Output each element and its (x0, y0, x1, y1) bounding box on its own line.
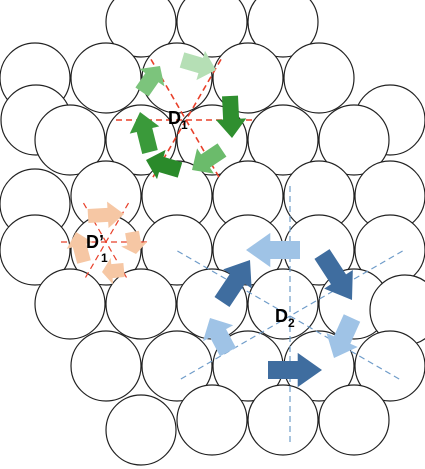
block-arrow (314, 249, 353, 300)
d2-label: D2 (275, 306, 295, 330)
atom-circle (34, 104, 106, 176)
block-arrow (102, 257, 125, 285)
burgers-line (177, 250, 403, 382)
atom-circle (0, 214, 71, 286)
block-arrow (214, 260, 252, 307)
atom-circle (105, 394, 177, 466)
d2-burgers-lines (177, 186, 403, 446)
atom-circle (247, 104, 319, 176)
atom-circle (176, 0, 248, 58)
block-arrow (146, 149, 183, 180)
atom-circle (176, 384, 248, 456)
block-arrow (129, 112, 160, 154)
block-arrow (87, 201, 124, 229)
d1-label: D1 (168, 108, 188, 132)
dislocation-d1: D1 (116, 50, 256, 182)
atom-circle (141, 330, 213, 402)
block-arrow (246, 232, 300, 268)
atom-circle (247, 384, 319, 456)
atom-circle (34, 268, 106, 340)
atom-circle (70, 42, 142, 114)
d1-prime-arrows (66, 201, 148, 285)
atom-circle (318, 384, 390, 456)
atom-circle (354, 330, 425, 402)
block-arrow (215, 95, 247, 138)
block-arrow (135, 66, 165, 97)
atom-circle (141, 214, 213, 286)
d2-arrows (202, 232, 361, 388)
block-arrow (66, 232, 93, 264)
block-arrow (179, 50, 216, 81)
atom-circle (105, 268, 177, 340)
d1-prime-label: D’1 (86, 232, 108, 265)
block-arrow (326, 314, 361, 358)
block-arrow (192, 143, 227, 174)
atom-circle (70, 330, 142, 402)
block-arrow (121, 230, 148, 254)
burgers-line (150, 58, 222, 182)
atom-circle (212, 42, 284, 114)
dislocation-d2: D2 (177, 186, 403, 446)
d1-arrows (129, 50, 247, 180)
atom-circle (247, 268, 319, 340)
atom-circle (105, 0, 177, 58)
atom-circle (283, 42, 355, 114)
atom-circle (247, 0, 319, 58)
block-arrow (202, 318, 236, 357)
block-arrow (268, 352, 322, 388)
atom-circle (318, 104, 390, 176)
dislocation-d1-prime: D’1 (61, 201, 151, 285)
